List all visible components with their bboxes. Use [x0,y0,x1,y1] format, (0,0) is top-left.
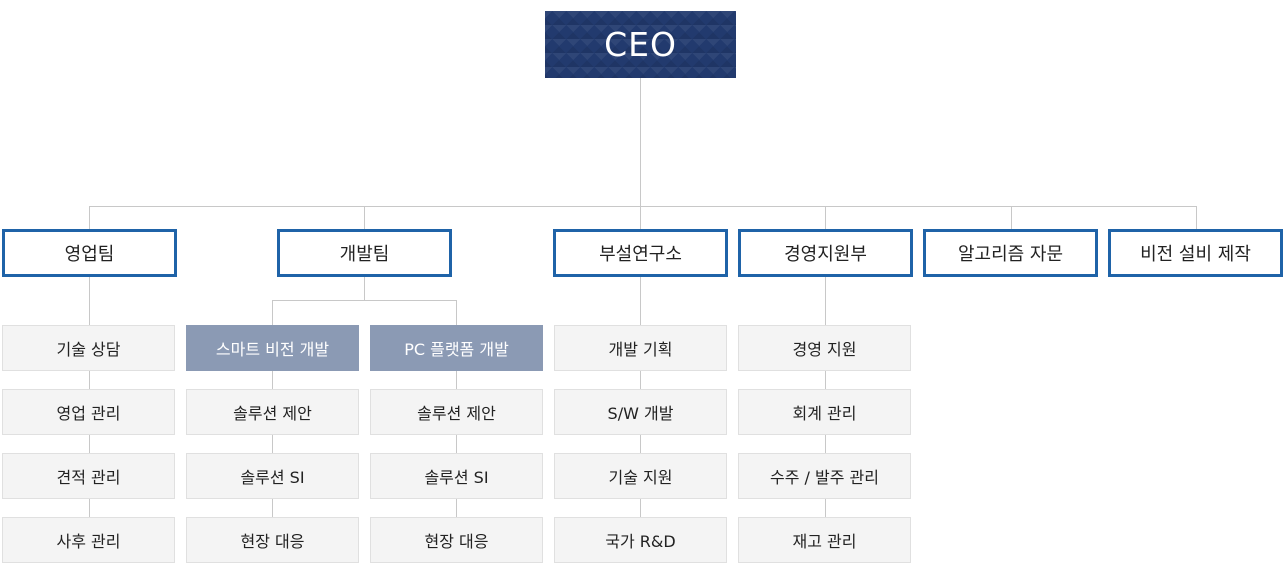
lab-item: 개발 기획 [554,325,727,371]
sales-item-label: 견적 관리 [56,468,121,487]
smart-vision-item-label: 솔루션 제안 [233,404,312,423]
dept-development-label: 개발팀 [339,244,390,265]
pc-platform-item-label: 솔루션 제안 [417,404,496,423]
smart-vision-item: 현장 대응 [186,517,359,563]
dept-algorithm-advisory-label: 알고리즘 자문 [957,244,1064,265]
sales-item-label: 기술 상담 [56,340,121,359]
pc-platform-item: 현장 대응 [370,517,543,563]
management-item: 재고 관리 [738,517,911,563]
sales-item: 견적 관리 [2,453,175,499]
dept-vision-equipment-label: 비전 설비 제작 [1140,244,1251,265]
lab-item: S/W 개발 [554,389,727,435]
smart-vision-item: 솔루션 제안 [186,389,359,435]
dept-sales: 영업팀 [2,229,177,277]
team-pc-platform: PC 플랫폼 개발 [370,325,543,371]
team-smart-vision: 스마트 비전 개발 [186,325,359,371]
lab-item: 기술 지원 [554,453,727,499]
lab-item-label: S/W 개발 [607,404,674,423]
sales-item: 기술 상담 [2,325,175,371]
sales-item-label: 영업 관리 [56,404,121,423]
sales-item: 영업 관리 [2,389,175,435]
smart-vision-item: 솔루션 SI [186,453,359,499]
dept-sales-label: 영업팀 [64,244,115,265]
dept-management-support-label: 경영지원부 [784,244,867,265]
management-item-label: 경영 지원 [792,340,857,359]
team-pc-platform-label: PC 플랫폼 개발 [404,340,509,359]
management-item: 회계 관리 [738,389,911,435]
lab-item-label: 기술 지원 [608,468,673,487]
team-smart-vision-label: 스마트 비전 개발 [215,340,330,359]
ceo-box: CEO [545,11,736,78]
management-item: 경영 지원 [738,325,911,371]
pc-platform-item: 솔루션 제안 [370,389,543,435]
management-item-label: 회계 관리 [792,404,857,423]
dept-algorithm-advisory: 알고리즘 자문 [923,229,1098,277]
dept-research-lab: 부설연구소 [553,229,728,277]
sales-item: 사후 관리 [2,517,175,563]
smart-vision-item-label: 현장 대응 [240,532,305,551]
pc-platform-item-label: 솔루션 SI [424,468,489,487]
management-item-label: 수주 / 발주 관리 [770,468,879,487]
ceo-label: CEO [604,25,677,64]
pc-platform-item-label: 현장 대응 [424,532,489,551]
management-item-label: 재고 관리 [792,532,857,551]
dept-development: 개발팀 [277,229,452,277]
dept-vision-equipment: 비전 설비 제작 [1108,229,1283,277]
dept-research-lab-label: 부설연구소 [599,244,682,265]
sales-item-label: 사후 관리 [56,532,121,551]
lab-item: 국가 R&D [554,517,727,563]
smart-vision-item-label: 솔루션 SI [240,468,305,487]
management-item: 수주 / 발주 관리 [738,453,911,499]
lab-item-label: 개발 기획 [608,340,673,359]
pc-platform-item: 솔루션 SI [370,453,543,499]
lab-item-label: 국가 R&D [605,532,676,551]
dept-management-support: 경영지원부 [738,229,913,277]
